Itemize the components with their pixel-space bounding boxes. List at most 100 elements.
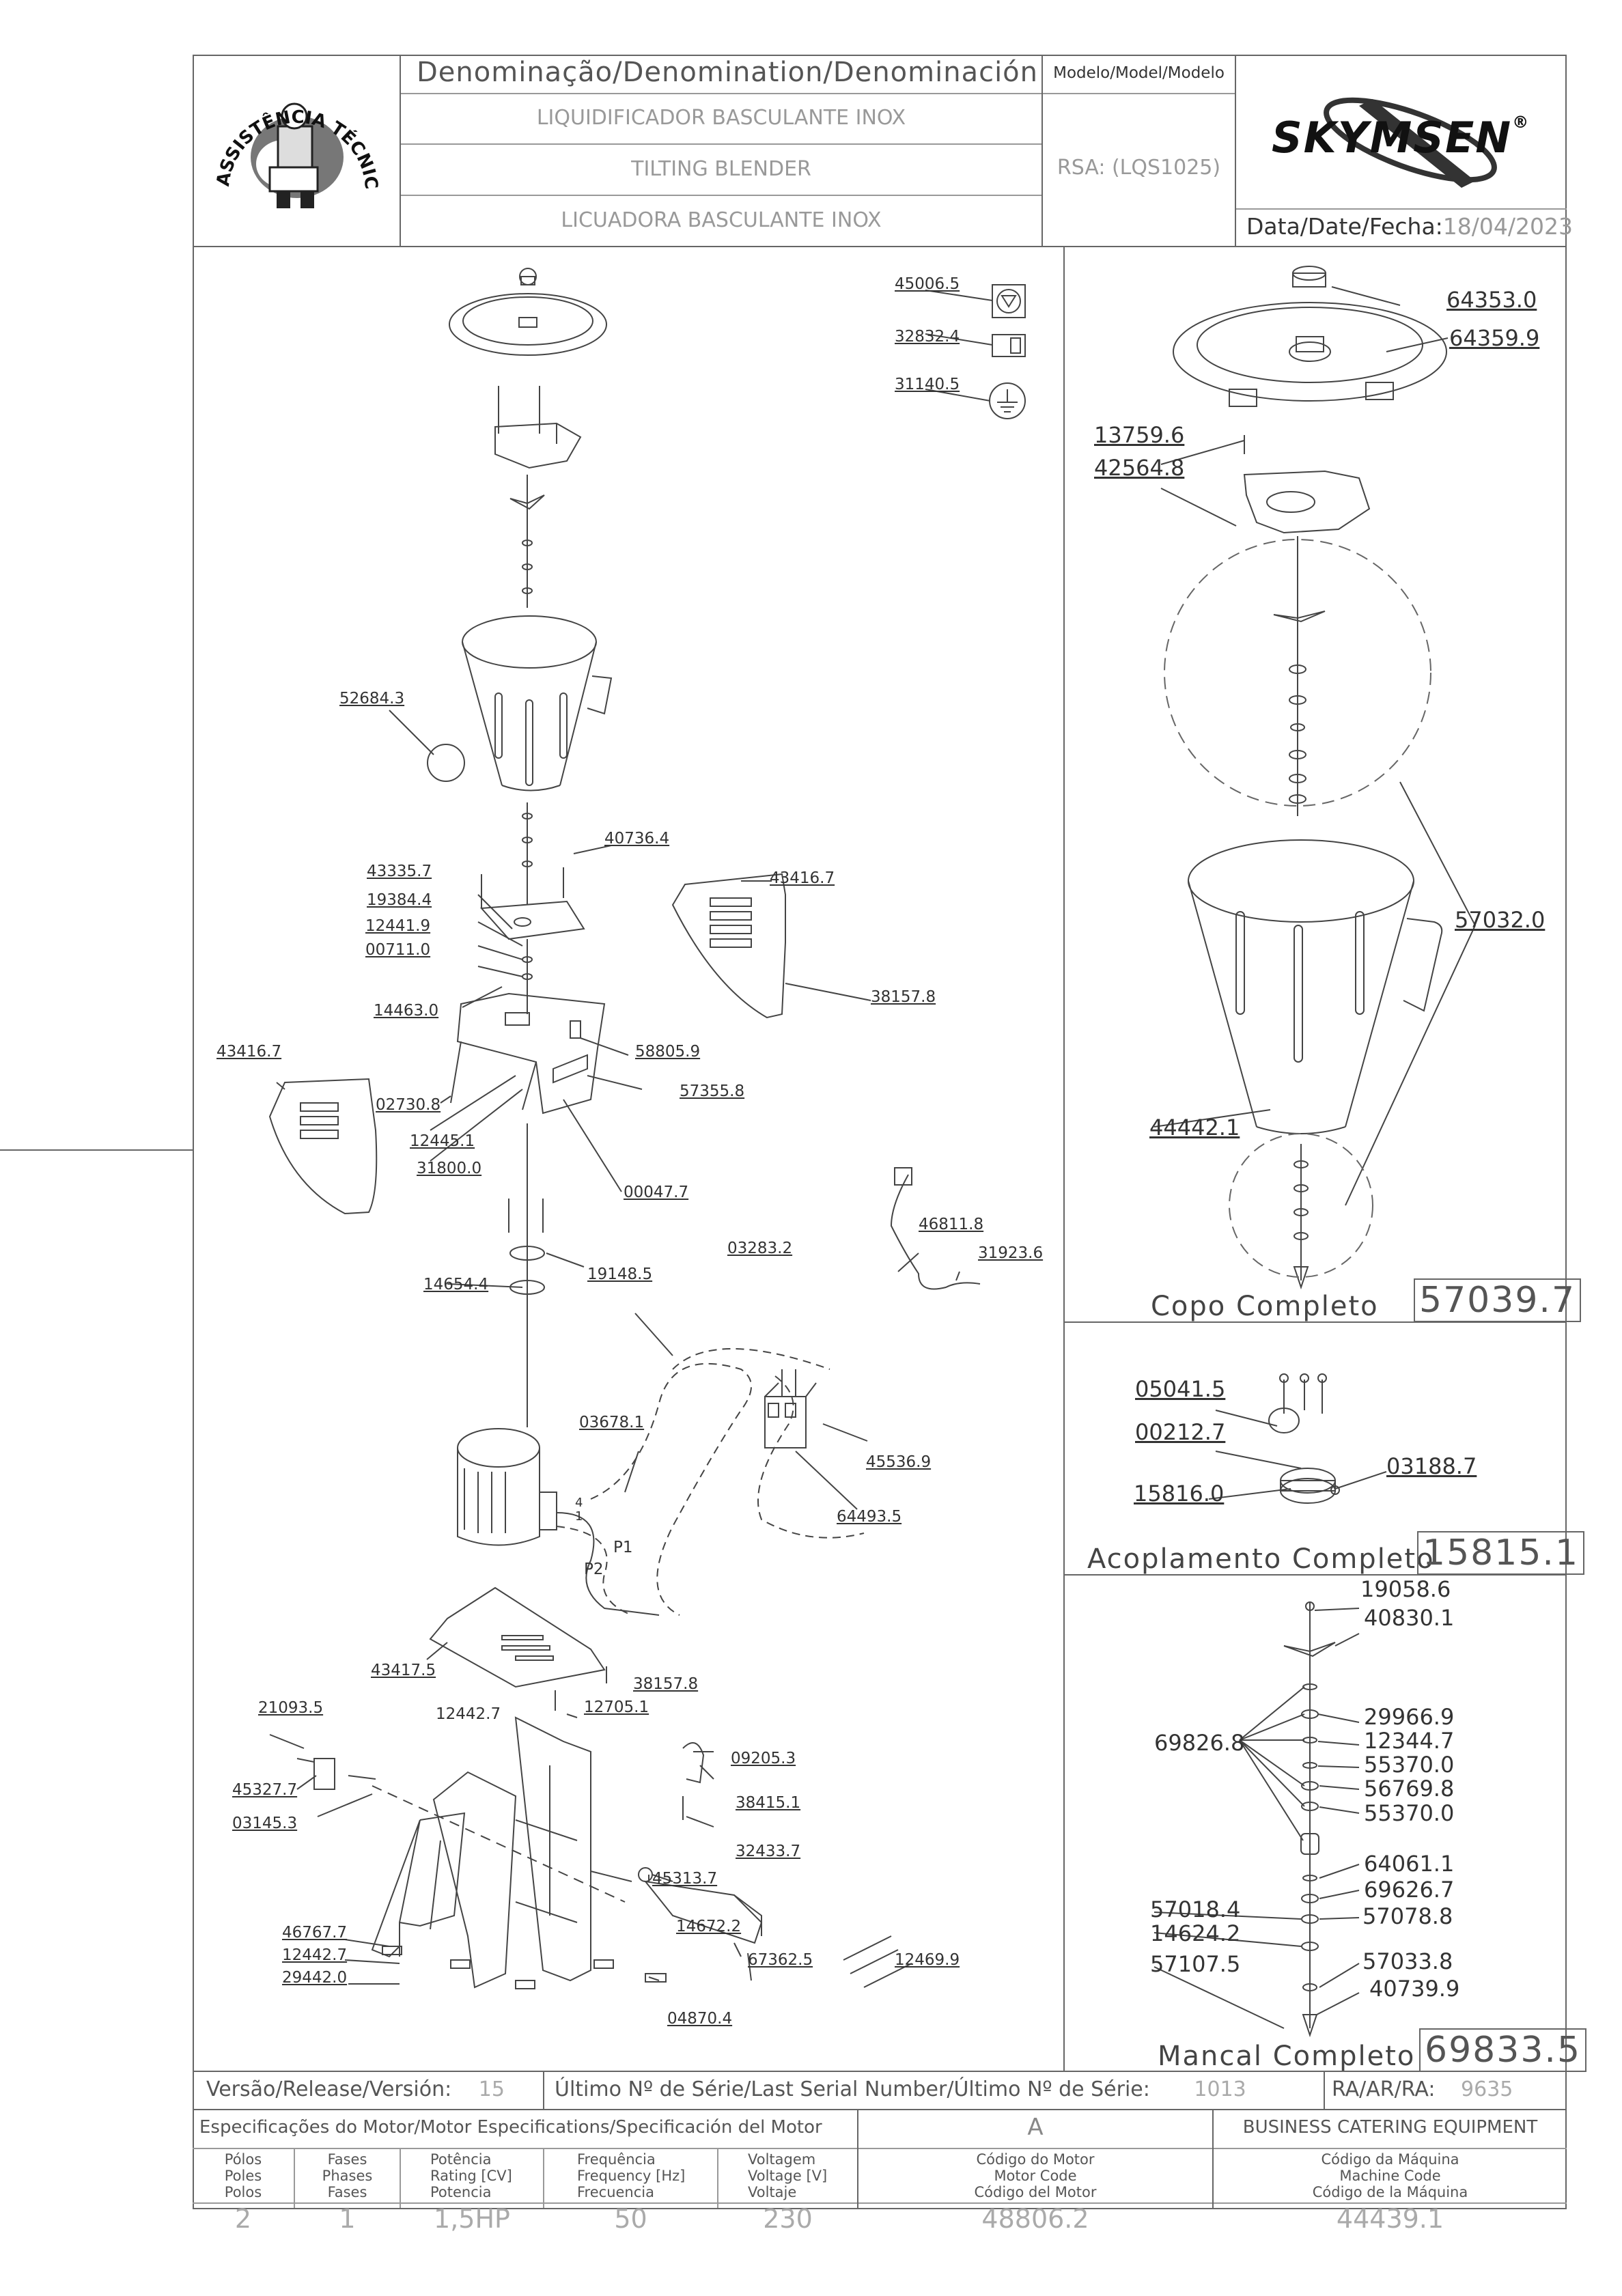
company-name: BUSINESS CATERING EQUIPMENT bbox=[1242, 2117, 1538, 2138]
label-04870: 04870.4 bbox=[667, 2010, 733, 2028]
label-03678: 03678.1 bbox=[579, 1414, 645, 1431]
exploded-view-drawing bbox=[195, 249, 1062, 2069]
label-14463: 14463.0 bbox=[374, 1002, 439, 1020]
value-poles: 2 bbox=[234, 2204, 252, 2234]
label-57355: 57355.8 bbox=[680, 1082, 745, 1100]
acoplamento-completo-title: Acoplamento Completo bbox=[1087, 1543, 1435, 1575]
value-power: 1,5HP bbox=[434, 2204, 510, 2234]
mancal-label-40830: 40830.1 bbox=[1364, 1605, 1455, 1631]
label-03283: 03283.2 bbox=[727, 1240, 793, 1257]
col-power: Potência Rating [CV] Potencia bbox=[430, 2151, 512, 2200]
mancal-label-69826: 69826.8 bbox=[1154, 1730, 1245, 1756]
label-46767: 46767.7 bbox=[282, 1924, 348, 1942]
mancal-label-55370b: 55370.0 bbox=[1364, 1800, 1455, 1826]
label-29442: 29442.0 bbox=[282, 1969, 348, 1987]
motor-class: A bbox=[1027, 2114, 1044, 2141]
footer-divider bbox=[717, 2148, 718, 2208]
ra-label: RA/AR/RA: bbox=[1332, 2077, 1436, 2101]
label-43335: 43335.7 bbox=[367, 863, 432, 880]
label-45313: 45313.7 bbox=[652, 1870, 718, 1888]
label-00711: 00711.0 bbox=[365, 941, 431, 959]
label-p2: P2 bbox=[584, 1560, 604, 1578]
col-machine-code: Código da Máquina Machine Code Código de… bbox=[1312, 2151, 1468, 2200]
mancal-label-69626: 69626.7 bbox=[1364, 1877, 1455, 1903]
copo-completo-code: 57039.7 bbox=[1414, 1278, 1582, 1322]
product-name-es: LICUADORA BASCULANTE INOX bbox=[561, 208, 882, 232]
serial-field: Último Nº de Série/Last Serial Number/Úl… bbox=[555, 2077, 1246, 2101]
copo-completo-title: Copo Completo bbox=[1151, 1291, 1379, 1322]
mancal-completo-code: 69833.5 bbox=[1419, 2028, 1587, 2072]
mancal-label-29966: 29966.9 bbox=[1364, 1704, 1455, 1730]
col-poles: Pólos Poles Polos bbox=[224, 2151, 262, 2200]
serial-label: Último Nº de Série/Last Serial Number/Úl… bbox=[555, 2077, 1150, 2101]
header-row-line bbox=[401, 93, 1041, 94]
header-divider bbox=[1235, 55, 1236, 246]
ra-field: RA/AR/RA: 9635 bbox=[1332, 2077, 1513, 2101]
model-value: RSA: (LQS1025) bbox=[1057, 156, 1221, 180]
header-row-line bbox=[401, 143, 1041, 145]
authorized-service-seal: ASSISTÊNCIA TÉCNICA AUTORIZADA bbox=[201, 61, 381, 208]
footer-line-3 bbox=[193, 2148, 1567, 2149]
label-03145: 03145.3 bbox=[232, 1815, 298, 1832]
mancal-label-12344: 12344.7 bbox=[1364, 1728, 1455, 1754]
acop-label-00212: 00212.7 bbox=[1135, 1419, 1226, 1445]
label-45536: 45536.9 bbox=[866, 1453, 932, 1471]
footer-divider bbox=[1324, 2071, 1325, 2109]
mancal-label-40739: 40739.9 bbox=[1369, 1976, 1460, 2002]
copo-title-underline bbox=[1120, 1321, 1414, 1323]
mancal-label-57078: 57078.8 bbox=[1362, 1903, 1453, 1929]
label-21093: 21093.5 bbox=[258, 1699, 324, 1717]
brand-name: SKYMSEN® bbox=[1272, 113, 1530, 163]
right-panel-divider bbox=[1063, 247, 1065, 2071]
mancal-drawing bbox=[1065, 1578, 1564, 2069]
label-14672: 14672.2 bbox=[676, 1918, 742, 1935]
copo-completo-drawing bbox=[1065, 249, 1564, 1321]
product-name-en: TILTING BLENDER bbox=[631, 157, 811, 181]
motor-spec-label: Especificações do Motor/Motor Especifica… bbox=[199, 2117, 822, 2138]
footer-divider bbox=[1212, 2109, 1214, 2208]
acoplamento-drawing bbox=[1065, 1325, 1564, 1574]
label-64493: 64493.5 bbox=[837, 1508, 902, 1526]
copo-label-44442: 44442.1 bbox=[1149, 1115, 1240, 1140]
header-divider bbox=[400, 55, 401, 246]
side-margin-line bbox=[0, 1149, 193, 1151]
col-voltage: Voltagem Voltage [V] Voltaje bbox=[748, 2151, 828, 2200]
label-58805: 58805.9 bbox=[635, 1043, 701, 1061]
drawing-border bbox=[193, 55, 1567, 2209]
label-12441: 12441.9 bbox=[365, 917, 431, 935]
col-frequency: Frequência Frequency [Hz] Frecuencia bbox=[577, 2151, 686, 2200]
version-field: Versão/Release/Versión: 15 bbox=[206, 2077, 505, 2101]
label-12705: 12705.1 bbox=[584, 1698, 649, 1716]
acop-label-15816: 15816.0 bbox=[1134, 1481, 1225, 1507]
acop-label-05041: 05041.5 bbox=[1135, 1376, 1226, 1402]
copo-label-64353: 64353.0 bbox=[1446, 287, 1537, 313]
mancal-label-57107: 57107.5 bbox=[1150, 1951, 1241, 1977]
copo-label-42564: 42564.8 bbox=[1094, 455, 1185, 481]
header-row-line bbox=[1236, 208, 1567, 210]
mancal-label-64061: 64061.1 bbox=[1364, 1851, 1455, 1877]
label-12442-top: 12442.7 bbox=[436, 1705, 501, 1723]
label-p1: P1 bbox=[613, 1539, 633, 1556]
label-32433: 32433.7 bbox=[736, 1843, 801, 1860]
ra-value: 9635 bbox=[1461, 2077, 1513, 2101]
value-phases: 1 bbox=[339, 2204, 356, 2234]
label-43416-left: 43416.7 bbox=[216, 1043, 282, 1061]
copo-label-13759: 13759.6 bbox=[1094, 422, 1185, 448]
value-frequency: 50 bbox=[614, 2204, 647, 2234]
col-phases: Fases Phases Fases bbox=[322, 2151, 373, 2200]
copo-label-64359: 64359.9 bbox=[1449, 325, 1540, 351]
brand-text: SKYMSEN bbox=[1272, 113, 1513, 163]
value-machine-code: 44439.1 bbox=[1336, 2204, 1444, 2234]
col-motor-code: Código do Motor Motor Code Código del Mo… bbox=[974, 2151, 1097, 2200]
label-00047: 00047.7 bbox=[624, 1184, 689, 1201]
label-12442-bottom: 12442.7 bbox=[282, 1946, 348, 1964]
label-wire-1: 1 bbox=[575, 1509, 583, 1524]
value-voltage: 230 bbox=[763, 2204, 813, 2234]
label-31140: 31140.5 bbox=[895, 376, 960, 393]
version-label: Versão/Release/Versión: bbox=[206, 2077, 452, 2101]
label-52684: 52684.3 bbox=[339, 690, 405, 708]
label-32832: 32832.4 bbox=[895, 328, 960, 346]
mancal-label-55370a: 55370.0 bbox=[1364, 1752, 1455, 1778]
label-38157-bottom: 38157.8 bbox=[633, 1675, 699, 1693]
label-02730: 02730.8 bbox=[376, 1096, 441, 1114]
